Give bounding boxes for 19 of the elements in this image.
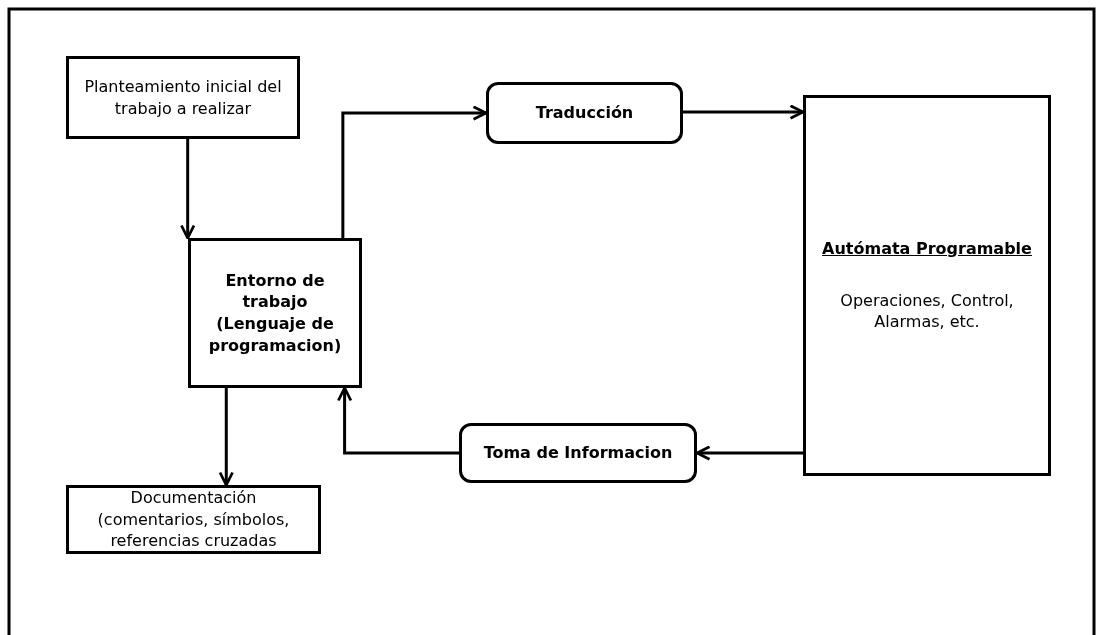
arrow (683, 104, 805, 120)
process-box (66, 485, 321, 554)
arrow (180, 139, 196, 240)
arrow (337, 386, 459, 455)
node-text: Entorno de trabajo (Lenguaje de programacion) (207, 269, 343, 357)
node-heading: Autómata Programable (822, 238, 1032, 260)
node-text: Documentación (comentarios, símbolos, referencias cruzadas (96, 487, 291, 552)
node-text: Traducción (535, 102, 634, 124)
process-box (66, 56, 300, 139)
process-box (188, 238, 362, 388)
node-text: Toma de Informacion (483, 442, 673, 464)
arrow (218, 388, 234, 487)
process-box (803, 95, 1051, 476)
rounded-process-box (486, 82, 683, 144)
node-text: Operaciones, Control, Alarmas, etc. (839, 289, 1015, 333)
arrow (695, 445, 803, 461)
node-text: Planteamiento inicial del trabajo a realizar (83, 75, 283, 120)
rounded-process-box (459, 423, 697, 483)
arrow (341, 105, 488, 238)
